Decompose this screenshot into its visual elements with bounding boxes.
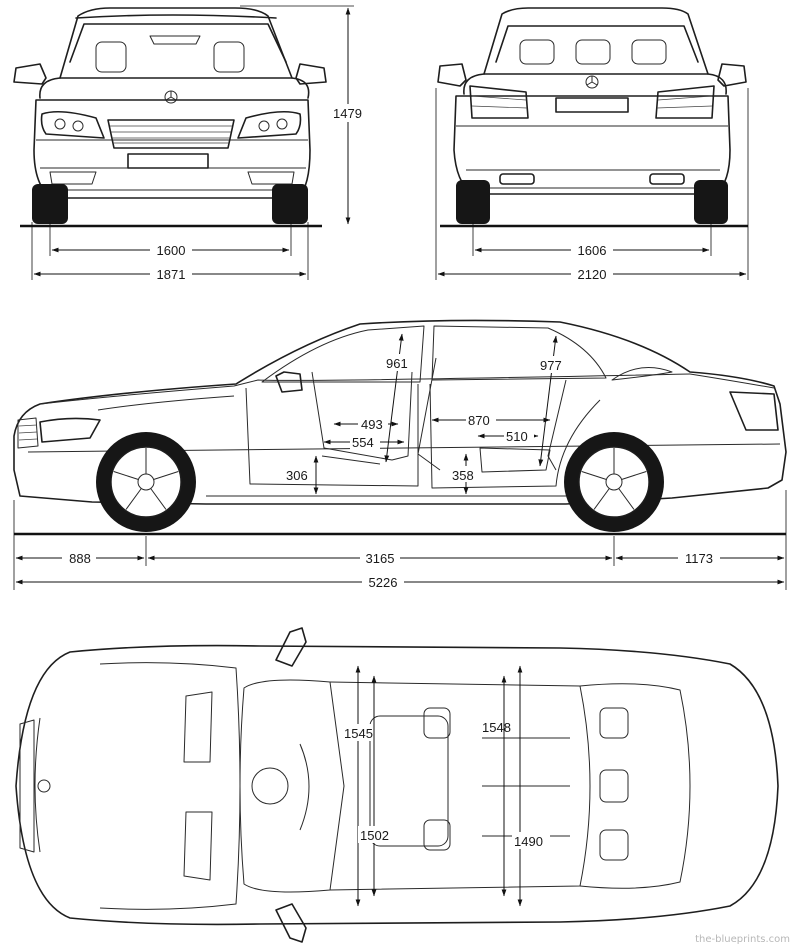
rear-seat-depth-label: 510 <box>506 429 528 444</box>
side-seats <box>311 357 567 473</box>
front-seats <box>95 35 245 73</box>
top-windshield <box>239 679 345 893</box>
rear-body-outline <box>453 7 731 195</box>
side-view: 961 977 493 554 870 510 306 358 888 3165 <box>13 319 787 590</box>
top-body-outline <box>15 644 779 926</box>
side-taillight <box>729 391 779 431</box>
front-seat-height-label: 306 <box>286 468 308 483</box>
rear-exhaust-tips <box>490 173 694 189</box>
top-interior <box>251 707 629 861</box>
front-shoulder-label: 1545 <box>344 726 373 741</box>
rear-seats <box>519 39 667 65</box>
length-label: 5226 <box>369 575 398 590</box>
rear-license-plate <box>555 97 629 113</box>
rear-legroom-label: 870 <box>468 413 490 428</box>
top-hood-vents <box>183 691 213 881</box>
rear-width-label: 2120 <box>578 267 607 282</box>
side-mirror <box>275 371 303 393</box>
front-grille <box>107 119 235 149</box>
front-seat-depth-label: 493 <box>361 417 383 432</box>
rear-track-label: 1606 <box>578 243 607 258</box>
top-rear-window <box>579 683 691 889</box>
top-mirrors <box>275 627 307 943</box>
rear-view: 1606 2120 <box>435 7 749 282</box>
front-wheel <box>96 432 196 532</box>
front-fog-lights <box>49 171 295 185</box>
front-view: 1600 1871 1479 <box>13 5 368 282</box>
front-headlight-right <box>237 110 302 139</box>
front-track-label: 1600 <box>157 243 186 258</box>
front-headroom-label: 961 <box>386 356 408 371</box>
front-headroom-dimension-line <box>384 333 404 463</box>
rear-taillight-right <box>655 85 715 119</box>
rear-tires <box>456 180 728 224</box>
side-body-outline <box>13 319 787 505</box>
front-tires <box>32 184 308 224</box>
rear-mirror-left <box>437 63 467 87</box>
wheelbase-label: 3165 <box>366 551 395 566</box>
rear-overhang-label: 1173 <box>685 551 713 566</box>
side-doors <box>245 383 601 489</box>
rear-hip-label: 1490 <box>514 834 543 849</box>
side-windows <box>261 325 673 383</box>
front-overhang-label: 888 <box>69 551 91 566</box>
rear-shoulder-label: 1548 <box>482 720 511 735</box>
top-view: 1545 1502 1548 1490 <box>15 627 779 943</box>
front-headlight-left <box>40 110 105 139</box>
rear-star-emblem <box>585 75 599 89</box>
watermark: the-blueprints.com <box>695 934 790 945</box>
rear-headroom-label: 977 <box>540 358 562 373</box>
top-roof <box>329 681 591 891</box>
rear-taillight-left <box>469 85 529 119</box>
front-license-plate <box>127 153 209 169</box>
front-width-label: 1871 <box>157 267 186 282</box>
front-hip-label: 1502 <box>360 828 389 843</box>
rear-mirror-right <box>717 63 747 87</box>
front-star-emblem <box>164 90 178 104</box>
side-headlight <box>39 417 101 443</box>
top-front-grille <box>19 719 51 853</box>
front-mirror-left <box>13 63 47 85</box>
rear-wheel <box>564 432 664 532</box>
side-front-grille <box>17 417 39 449</box>
front-legroom-label: 554 <box>352 435 374 450</box>
rear-seat-height-label: 358 <box>452 468 474 483</box>
front-mirror-right <box>295 63 327 85</box>
height-label: 1479 <box>333 106 362 121</box>
